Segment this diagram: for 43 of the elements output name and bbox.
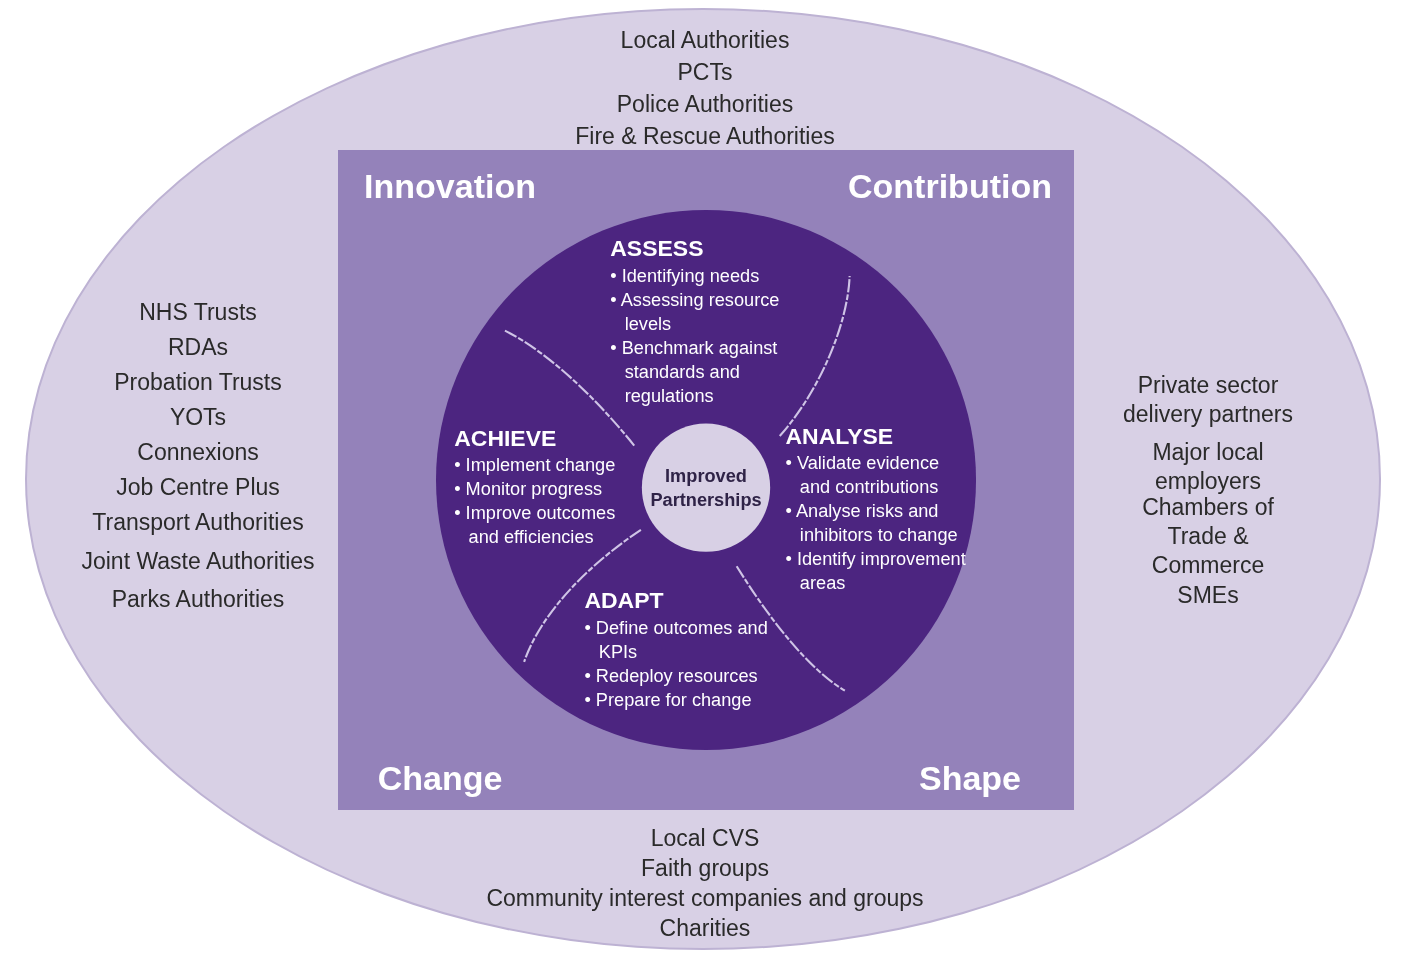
organisation-label: Major local employers <box>1151 438 1265 496</box>
organisation-label: SMEs <box>1177 580 1239 610</box>
organisation-label: RDAs <box>167 332 229 362</box>
corner-heading: Shape <box>919 759 1021 797</box>
bullet-item: • Validate evidence and contributions <box>785 452 941 500</box>
bullet-item: • Improve outcomes and efficiencies <box>454 502 617 549</box>
organisation-label: Parks Authorities <box>111 584 285 614</box>
bullet-item: • Analyse risks and inhibitors to change <box>785 500 959 548</box>
organisation-label: Private sector delivery partners <box>1122 371 1294 429</box>
organisation-label: Community interest companies and groups <box>486 883 924 913</box>
framework-panel <box>338 150 1074 810</box>
organisation-label: Faith groups <box>641 853 769 883</box>
organisation-label: Probation Trusts <box>114 367 282 397</box>
sector-heading: ASSESS <box>610 234 705 262</box>
organisation-label: Local Authorities <box>620 25 790 55</box>
corner-heading: Innovation <box>364 167 536 205</box>
organisation-label: Police Authorities <box>616 89 794 119</box>
organisation-label: Joint Waste Authorities <box>81 546 315 576</box>
organisation-label: Fire & Rescue Authorities <box>575 121 835 151</box>
sector-heading: ADAPT <box>584 587 665 615</box>
bullet-item: • Implement change <box>454 454 617 478</box>
bullet-item: • Identify improvement areas <box>785 547 967 595</box>
sector-heading: ACHIEVE <box>454 424 558 452</box>
organisation-label: Charities <box>659 913 751 943</box>
organisation-label: YOTs <box>169 402 227 432</box>
organisation-label: Transport Authorities <box>92 507 304 537</box>
sector-heading: ANALYSE <box>785 422 895 450</box>
bullet-item: • Define outcomes and KPIs <box>584 616 769 664</box>
corner-heading: Contribution <box>848 167 1052 205</box>
centre-label: Improved Partnerships <box>649 464 763 512</box>
organisation-label: Job Centre Plus <box>116 472 280 502</box>
corner-heading: Change <box>377 759 503 797</box>
organisation-label: Local CVS <box>650 823 760 853</box>
bullet-item: • Assessing resource levels <box>610 288 781 336</box>
organisation-label: Chambers of Trade & Commerce <box>1141 493 1275 580</box>
organisation-label: NHS Trusts <box>139 297 257 327</box>
organisation-label: PCTs <box>677 57 733 87</box>
bullet-item: • Identifying needs <box>610 264 761 288</box>
bullet-item: • Redeploy resources <box>584 664 759 688</box>
organisation-label: Connexions <box>137 437 259 467</box>
bullet-item: • Monitor progress <box>454 478 604 502</box>
bullet-item: • Prepare for change <box>584 688 753 712</box>
bullet-item: • Benchmark against standards and regulations <box>610 336 779 408</box>
